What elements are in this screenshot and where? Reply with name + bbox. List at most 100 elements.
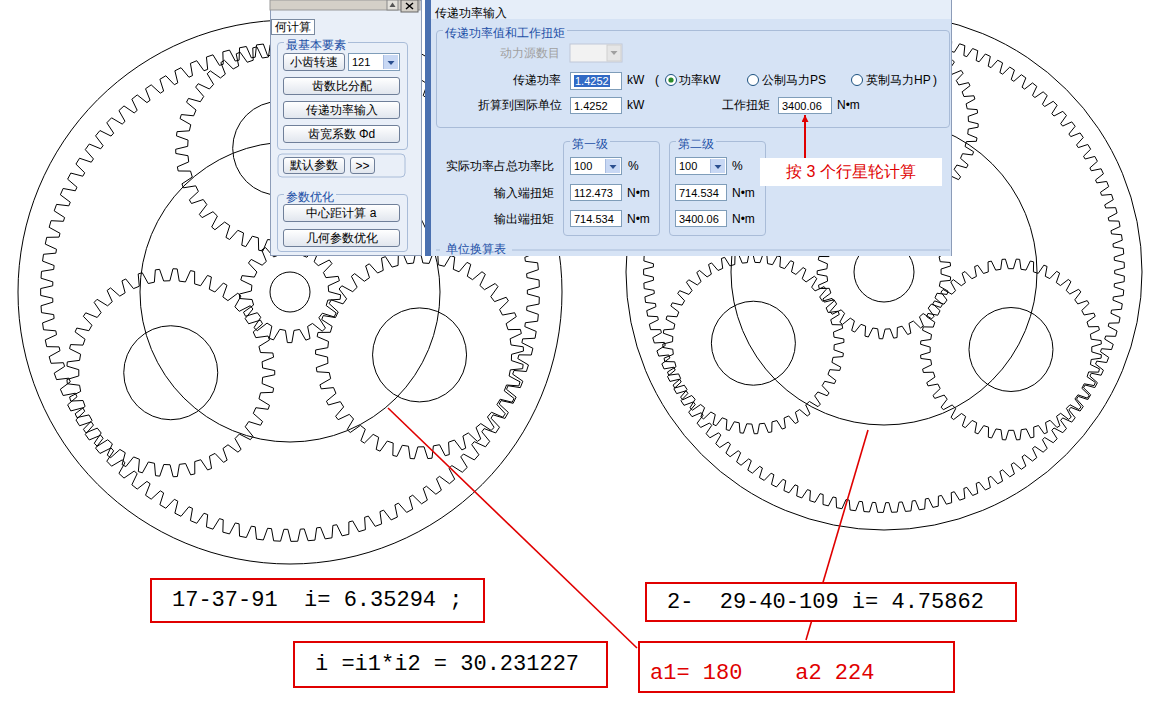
text-field: 1.4252	[570, 97, 622, 114]
radio-button	[852, 75, 863, 86]
disabled-combo-button	[607, 45, 621, 61]
group-heading: 第一级	[570, 137, 610, 151]
field-label: 输出端扭矩	[494, 212, 554, 226]
combo-arrow	[388, 61, 395, 65]
gear-teeth	[663, 253, 844, 434]
text-field: 1.4252	[570, 72, 622, 90]
text-field: 112.473	[570, 184, 622, 201]
combo-arrow	[715, 165, 722, 169]
box-text: 3400.06	[782, 100, 822, 112]
panel-title: 何计算	[271, 19, 315, 35]
group-box: 参数优化中心距计算 a几何参数优化	[277, 194, 408, 252]
field-label: %	[628, 159, 639, 173]
radio-button	[748, 75, 759, 86]
combo-button	[710, 159, 725, 173]
scroll-arrow	[390, 3, 396, 8]
gear-teeth	[921, 259, 1102, 440]
field-label: 英制马力HP	[866, 73, 931, 87]
group-heading: 参数优化	[284, 190, 336, 204]
box-text: 默认参数	[290, 157, 338, 174]
gear-teeth	[316, 251, 524, 459]
field-label: N•m	[732, 212, 755, 226]
gear-circle	[373, 308, 467, 402]
panel-title: 传递功率输入	[435, 6, 507, 20]
arrow-connector	[804, 115, 806, 158]
annotation-note: 按 3 个行星轮计算	[760, 158, 942, 186]
gear-teeth	[67, 269, 275, 477]
group-heading: 传递功率值和工作扭矩	[443, 26, 567, 40]
group-border	[512, 250, 950, 251]
text-field: 3400.06	[675, 210, 727, 227]
field-label: N•m	[627, 212, 650, 226]
group-border	[436, 250, 440, 251]
box-text: a1= 180 a2 224	[650, 661, 874, 686]
field-label: 功率kW	[679, 73, 720, 87]
gear-circle	[731, 119, 1037, 425]
scroll-strip	[270, 0, 420, 10]
field-label: 动力源数目	[500, 46, 560, 60]
field-label: kW	[627, 73, 644, 87]
field-label: N•m	[732, 186, 755, 200]
combo-arrow	[610, 165, 617, 169]
box-text: 17-37-91 i= 6.35294 ;	[172, 588, 462, 613]
combo-button	[605, 159, 620, 173]
box-text: 714.534	[574, 213, 614, 225]
box-text: 几何参数优化	[306, 230, 378, 247]
close-button	[401, 0, 418, 12]
result-box: i =i1*i2 = 30.231227	[293, 641, 608, 688]
push-button: 几何参数优化	[283, 229, 400, 247]
text-field: 714.534	[675, 184, 727, 201]
radio-button	[666, 75, 677, 86]
box-text: 小齿转速	[290, 54, 338, 71]
combo-button	[383, 55, 398, 69]
push-button: 齿宽系数 Φd	[283, 125, 400, 143]
box-text: i =i1*i2 = 30.231227	[315, 652, 579, 677]
radio-dot	[668, 77, 673, 82]
gear-teeth	[239, 242, 340, 343]
disabled-combo	[570, 44, 622, 62]
field-label: kW	[627, 98, 644, 112]
close-icon	[406, 3, 413, 9]
gear-circle	[969, 308, 1053, 392]
push-button: 小齿转速	[283, 53, 345, 71]
group-box: 最基本要素小齿转速121齿数比分配传递功率输入齿宽系数 Φd	[277, 42, 408, 150]
field-label: )	[933, 73, 937, 87]
combo-box: 100	[675, 157, 727, 175]
push-button: 默认参数	[283, 157, 345, 174]
box-text: >>	[355, 159, 369, 173]
scroll-button	[387, 0, 398, 10]
box-text: 100	[574, 160, 592, 172]
result-box: 17-37-91 i= 6.35294 ;	[150, 578, 485, 623]
gear-circle	[270, 272, 310, 312]
combo-box: 100	[570, 157, 622, 175]
field-label: 传递功率	[513, 73, 561, 87]
field-label: 输入端扭矩	[494, 186, 554, 200]
push-button: >>	[350, 157, 375, 174]
field-label: N•m	[837, 98, 860, 112]
box-text: 100	[679, 160, 697, 172]
result-box: 2- 29-40-109 i= 4.75862	[645, 582, 1017, 622]
field-label: 单位换算表	[444, 242, 508, 256]
combo-box: 121	[348, 53, 400, 71]
box-text: 1.4252	[574, 100, 608, 112]
button-bar	[278, 154, 405, 177]
box-text: 齿数比分配	[312, 78, 372, 95]
box-text: 按 3 个行星轮计算	[786, 162, 916, 183]
result-box: a1= 180 a2 224	[638, 641, 955, 693]
field-label: 折算到国际单位	[478, 98, 562, 112]
box-text: 中心距计算 a	[306, 205, 376, 222]
field-label: %	[732, 159, 743, 173]
push-button: 传递功率输入	[283, 101, 400, 119]
field-label: 实际功率占总功率比	[446, 159, 554, 173]
push-button: 齿数比分配	[283, 77, 400, 95]
field-label: (	[655, 73, 659, 87]
gear-circle	[711, 301, 795, 385]
text-field: 3400.06	[778, 97, 832, 114]
gear-circle	[124, 326, 218, 420]
gear-circle	[18, 20, 562, 564]
dialog-panel: 何计算最基本要素小齿转速121齿数比分配传递功率输入齿宽系数 Φd默认参数>>参…	[270, 0, 422, 256]
field-label: 公制马力PS	[762, 73, 826, 87]
box-text: 121	[352, 56, 370, 68]
box-text: 112.473	[574, 187, 613, 199]
push-button: 中心距计算 a	[283, 204, 400, 222]
